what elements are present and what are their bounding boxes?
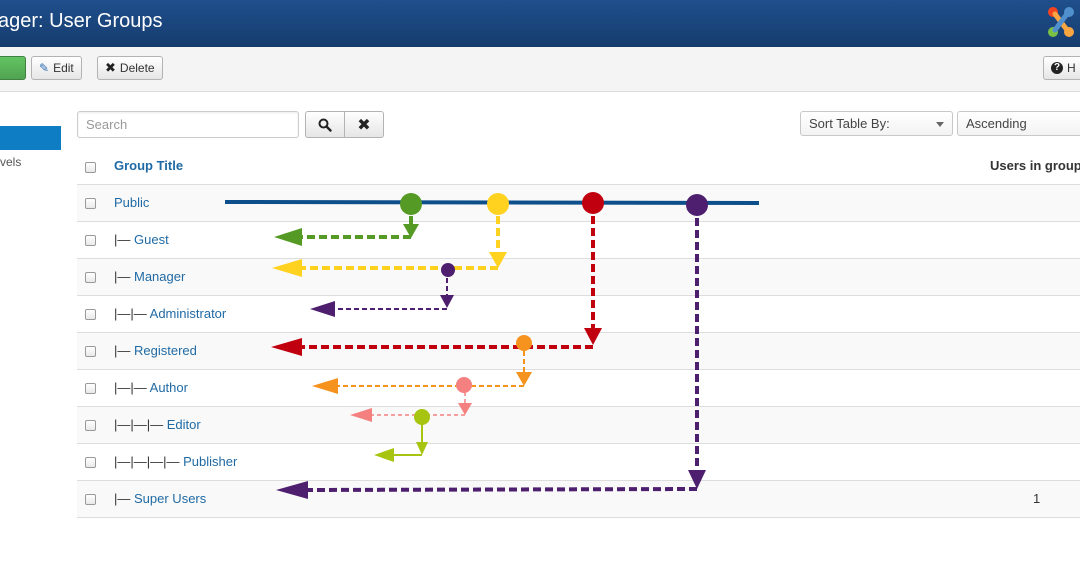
table-header: Group Title Users in group [77,148,1080,185]
search-icon [318,118,332,132]
sidebar-item-active[interactable] [0,126,61,150]
group-name[interactable]: Author [149,380,188,395]
search-input[interactable] [77,111,299,138]
sort-table-value: Sort Table By: [809,116,890,131]
group-title-link[interactable]: |—|— Author [114,380,188,395]
sidebar-item-viewing-access-levels[interactable]: vels [0,155,22,169]
user-groups-table: Group Title Users in group Public |— Gues… [77,148,1080,518]
group-name[interactable]: Registered [134,343,197,358]
tree-prefix: |— [114,343,134,358]
group-name[interactable]: Manager [134,269,186,284]
chevron-down-icon [936,122,944,127]
x-icon: ✖ [357,116,371,134]
joomla-logo-icon [1048,7,1074,37]
group-title-link[interactable]: |— Guest [114,232,169,247]
row-checkbox[interactable] [85,494,96,505]
row-checkbox[interactable] [85,346,96,357]
column-group-title[interactable]: Group Title [114,158,184,173]
group-title-link[interactable]: |—|— Administrator [114,306,226,321]
group-name[interactable]: Guest [134,232,169,247]
group-title-link[interactable]: |— Registered [114,343,197,358]
row-checkbox[interactable] [85,235,96,246]
row-checkbox[interactable] [85,383,96,394]
group-name[interactable]: Editor [166,417,201,432]
group-title-link[interactable]: |—|—|—|— Publisher [114,454,237,469]
x-icon: ✖ [105,60,116,75]
question-circle-icon: ? [1051,62,1063,74]
help-button[interactable]: ? H [1043,56,1080,80]
table-row: |— Guest [77,222,1080,259]
order-value: Ascending [966,116,1027,131]
tree-prefix: |—|—|—|— [114,454,184,469]
table-row: |—|— Administrator [77,296,1080,333]
table-row: |— Manager [77,259,1080,296]
table-row: |— Super Users 1 [77,481,1080,518]
tree-prefix: |—|— [114,380,150,395]
tree-prefix: |—|— [114,306,150,321]
page-title: ager: User Groups [0,10,163,32]
tree-prefix: |— [114,269,134,284]
clear-button[interactable]: ✖ [344,111,384,138]
select-all-checkbox[interactable] [85,162,96,173]
column-users-in-group[interactable]: Users in group [990,158,1080,173]
app-header: ager: User Groups [0,0,1080,48]
group-name[interactable]: Public [114,195,150,210]
edit-button[interactable]: ✎ Edit [31,56,82,80]
group-title-link[interactable]: |— Manager [114,269,185,284]
group-name[interactable]: Administrator [149,306,227,321]
tree-prefix: |— [114,232,134,247]
row-checkbox[interactable] [85,272,96,283]
edit-icon: ✎ [39,61,50,75]
table-row: |—|— Author [77,370,1080,407]
table-row: |— Registered [77,333,1080,370]
table-body: Public|— Guest|— Manager|—|— Administrat… [77,185,1080,518]
table-row: |—|—|—|— Publisher [77,444,1080,481]
table-row: Public [77,185,1080,222]
tree-prefix: |—|—|— [114,417,167,432]
tree-prefix: |— [114,491,134,506]
group-name[interactable]: Super Users [134,491,207,506]
users-count: 1 [1033,491,1041,506]
order-select[interactable]: Ascending [957,111,1080,136]
edit-button-label: Edit [53,61,74,75]
group-title-link[interactable]: Public [114,195,149,210]
delete-button[interactable]: ✖ Delete [97,56,163,80]
new-button[interactable] [0,56,26,80]
group-title-link[interactable]: |— Super Users [114,491,206,506]
delete-button-label: Delete [119,61,155,75]
group-title-link[interactable]: |—|—|— Editor [114,417,201,432]
group-name[interactable]: Publisher [183,454,238,469]
row-checkbox[interactable] [85,198,96,209]
row-checkbox[interactable] [85,309,96,320]
row-checkbox[interactable] [85,457,96,468]
table-row: |—|—|— Editor [77,407,1080,444]
sort-table-select[interactable]: Sort Table By: [800,111,953,136]
help-button-label: H [1067,61,1076,75]
search-button[interactable] [305,111,345,138]
toolbar: ✎ Edit ✖ Delete ? H [0,47,1080,92]
row-checkbox[interactable] [85,420,96,431]
